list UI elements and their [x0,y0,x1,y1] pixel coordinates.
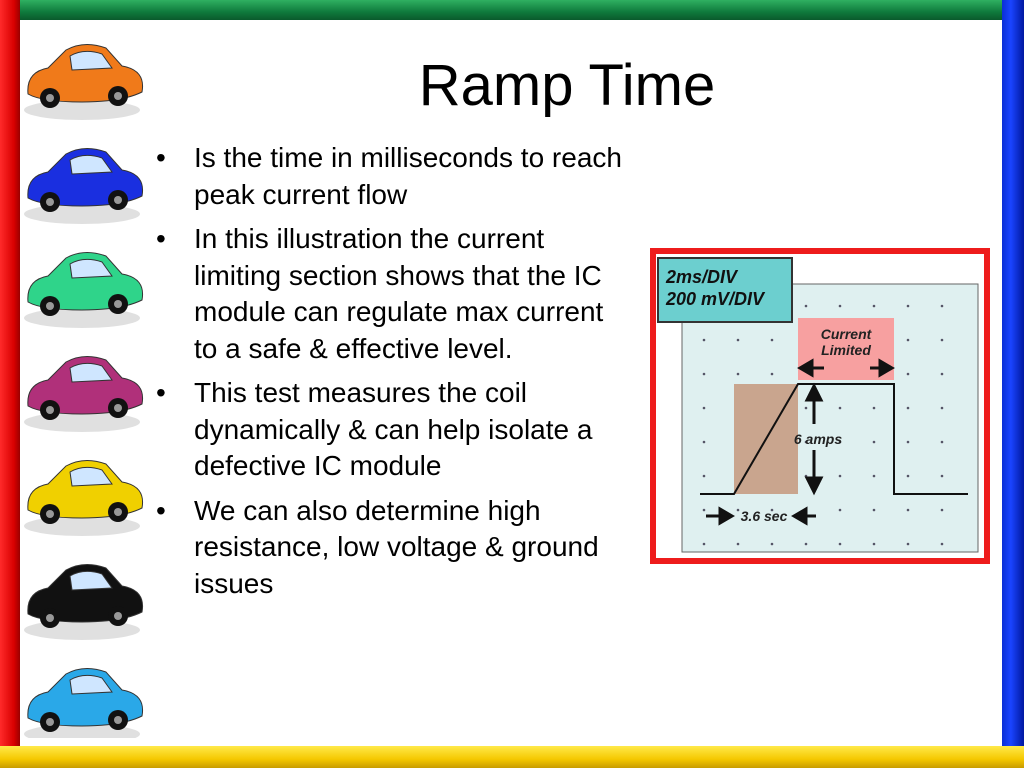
grid-dot [702,406,706,410]
scope-grid-dots [702,304,944,546]
grid-dot [906,304,910,308]
time-span-arrows [706,506,816,526]
bullet-dot: • [156,494,166,526]
grid-dot [770,542,774,546]
current-limited-label-line1: Current [821,326,873,342]
grid-dot [804,406,808,410]
ramp-time-diagram: Current Limited 6 amps 3.6 sec 2ms/DIV 2… [650,248,990,564]
grid-dot [736,338,740,342]
grid-dot [906,508,910,512]
grid-dot [838,542,842,546]
bullet-dot: • [156,223,166,254]
car-icon [24,252,144,328]
bullet-text: We can also determine high resistance, l… [194,494,599,599]
bullet-item: • In this illustration the current limiti… [150,221,630,367]
grid-dot [906,440,910,444]
grid-dot [940,440,944,444]
grid-dot [770,508,774,512]
grid-dot [702,542,706,546]
grid-dot [804,440,808,444]
grid-dot [736,372,740,376]
frame-left-border [0,0,20,768]
car-icon [24,44,144,120]
grid-dot [940,304,944,308]
grid-dot [838,474,842,478]
grid-dot [804,304,808,308]
car-icon [24,668,144,738]
current-limited-left-arrow [797,358,824,378]
current-limited-box [798,318,894,380]
bullet-dot: • [156,142,166,173]
car-icon [24,564,144,640]
scale-box [657,257,793,323]
bullet-text: This test measures the coil dynamically … [194,377,593,481]
grid-dot [872,508,876,512]
grid-dot [872,304,876,308]
slide-title: Ramp Time [418,53,716,118]
frame-right-border [1002,0,1024,768]
grid-dot [770,338,774,342]
grid-dot [906,542,910,546]
grid-dot [872,474,876,478]
car-column [24,44,144,738]
grid-dot [872,440,876,444]
grid-dot [736,508,740,512]
bullet-dot: • [156,377,166,408]
frame-bottom-border [0,746,1024,768]
grid-dot [736,542,740,546]
grid-dot [940,474,944,478]
grid-dot [702,474,706,478]
scale-time-per-div: 2ms/DIV [665,267,739,287]
grid-dot [906,372,910,376]
current-limited-right-arrow [870,358,895,378]
bullet-list: • Is the time in milliseconds to reach pe… [150,140,630,610]
grid-dot [940,372,944,376]
frame-top-border [0,0,1024,20]
bullet-item: • This test measures the coil dynamically… [150,375,630,485]
grid-dot [702,338,706,342]
waveform-trace [700,383,968,495]
amps-label: 6 amps [794,431,842,447]
grid-dot [838,406,842,410]
grid-dot [872,406,876,410]
grid-dot [838,508,842,512]
time-label: 3.6 sec [741,508,788,524]
current-limited-label-line2: Limited [821,342,871,358]
grid-dot [838,440,842,444]
car-icon [24,356,144,432]
bullet-item: • Is the time in milliseconds to reach pe… [150,140,630,213]
grid-dot [872,542,876,546]
bullet-text: Is the time in milliseconds to reach pea… [194,142,622,210]
grid-dot [940,508,944,512]
grid-dot [940,338,944,342]
grid-dot [906,474,910,478]
scale-volts-per-div: 200 mV/DIV [665,289,766,309]
bullet-item: • We can also determine high resistance, … [150,493,630,603]
grid-dot [702,372,706,376]
amps-vertical-arrow [804,382,824,496]
grid-dot [838,304,842,308]
grid-dot [940,542,944,546]
grid-dot [702,440,706,444]
bullet-text: In this illustration the current limitin… [194,223,604,364]
car-icon [24,460,144,536]
grid-dot [702,508,706,512]
grid-dot [770,372,774,376]
grid-dot [906,338,910,342]
grid-dot [804,542,808,546]
grid-dot [940,406,944,410]
car-icon [24,148,144,224]
grid-dot [906,406,910,410]
